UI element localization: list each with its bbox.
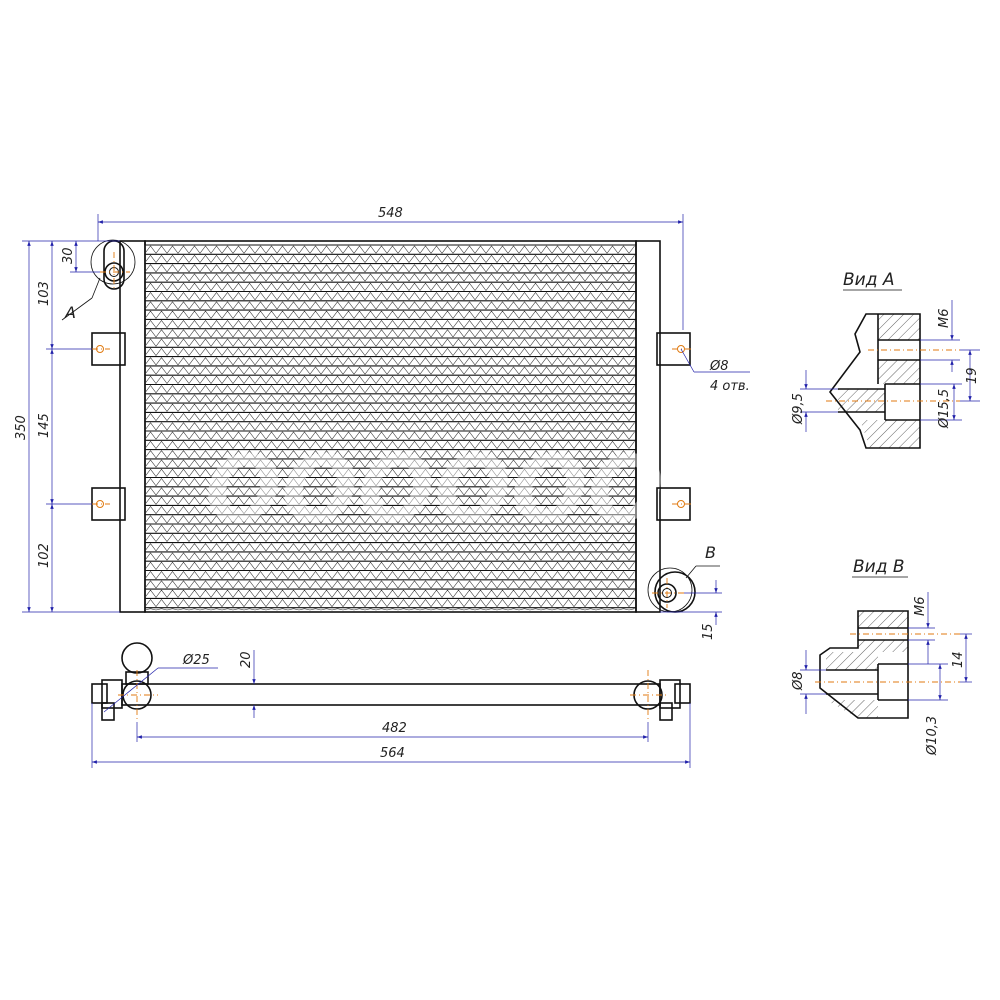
outlet-fitting [647, 565, 720, 613]
view-b-bore: Ø8 [791, 671, 806, 691]
view-a-mark: A [64, 303, 76, 322]
hole-diameter-label: Ø8 [709, 359, 729, 374]
dim-overall-length: 564 [380, 746, 405, 761]
view-b-title: Вид B [853, 557, 905, 577]
dim-fitting-offset: 30 [61, 247, 76, 264]
view-b-mark: B [705, 543, 716, 562]
front-view: OOOOOO A B [61, 239, 750, 613]
right-tank [635, 240, 661, 613]
bracket-right-upper [656, 332, 750, 373]
view-b-offset: 14 [951, 651, 966, 668]
dim-bottom-to-bracket: 102 [37, 543, 52, 568]
view-a-detail: Вид A M6 19 Ø9,5 Ø15,5 [791, 270, 980, 449]
watermark: OOOOOO [205, 437, 664, 542]
dim-bracket-spacing: 145 [37, 413, 52, 438]
view-a-offset: 19 [965, 367, 980, 384]
dim-top-to-bracket: 103 [37, 281, 52, 306]
dim-overall-width: 548 [378, 206, 403, 221]
view-b-thread: M6 [913, 597, 928, 617]
dim-tube-diameter: Ø25 [182, 653, 210, 668]
core [144, 240, 637, 613]
view-b-outer: Ø10,3 [925, 716, 940, 756]
view-a-thread: M6 [937, 309, 952, 329]
dim-outlet-offset: 15 [701, 623, 716, 640]
view-b-detail: Вид B M6 14 Ø8 Ø10,3 [791, 557, 972, 756]
bottom-view [91, 642, 691, 722]
bottom-view-dimensions: Ø25 20 482 564 [91, 650, 691, 768]
dim-tube-offset: 20 [239, 651, 254, 668]
view-a-outer: Ø15,5 [937, 389, 952, 429]
view-a-bore: Ø9,5 [791, 393, 806, 425]
left-tank [119, 240, 146, 613]
front-view-dimensions: 548 350 103 145 102 30 15 [14, 206, 722, 640]
bracket-right-lower [656, 487, 692, 521]
hole-count-label: 4 отв. [710, 379, 750, 394]
dim-core-length: 482 [382, 721, 407, 736]
dim-overall-height: 350 [14, 415, 29, 440]
core-fins [144, 244, 636, 611]
view-a-title: Вид A [843, 270, 895, 290]
